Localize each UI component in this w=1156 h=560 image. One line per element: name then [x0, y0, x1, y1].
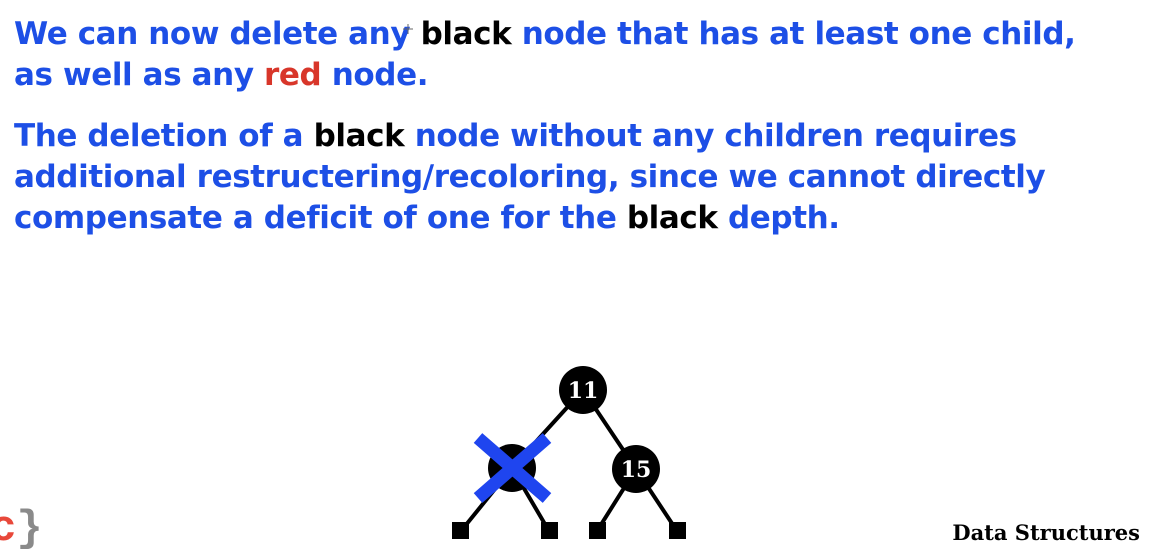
- text-run: node without any children requires: [404, 118, 1017, 154]
- nil-leaves: [452, 522, 686, 539]
- nil-leaf: [589, 522, 606, 539]
- paragraph-black-leaf-deletion: The deletion of a black node without any…: [14, 116, 1046, 239]
- logo-letter: c: [0, 504, 17, 554]
- keyword-black: black: [313, 118, 405, 154]
- keyword-black: black: [420, 16, 512, 52]
- text-run: node.: [321, 57, 429, 93]
- node-root: 11: [559, 366, 607, 414]
- node-root-label: 11: [568, 378, 599, 404]
- text-run: The deletion of a: [14, 118, 314, 154]
- text-run: as well as any: [14, 57, 265, 93]
- brand-logo: c}: [0, 503, 43, 555]
- nil-leaf: [669, 522, 686, 539]
- text-run: We can now delete any: [14, 16, 421, 52]
- keyword-black: black: [626, 200, 718, 236]
- text-run: depth.: [717, 200, 840, 236]
- cross-stroke: [473, 433, 552, 503]
- node-right-circle: [612, 445, 660, 493]
- node-root-circle: [559, 366, 607, 414]
- node-right: 15: [612, 445, 660, 493]
- paragraph-deletion-cases: We can now delete any black node that ha…: [14, 14, 1076, 96]
- logo-brace: }: [16, 504, 43, 554]
- cross-mark-icon: [473, 433, 552, 503]
- text-run: additional restructering/recoloring, sin…: [14, 159, 1046, 195]
- nil-leaf: [452, 522, 469, 539]
- course-title: Data Structures: [952, 520, 1140, 545]
- text-run: node that has at least one child,: [511, 16, 1076, 52]
- keyword-red: red: [264, 57, 322, 93]
- cursor-crosshair-icon: [403, 24, 413, 34]
- text-run: compensate a deficit of one for the: [14, 200, 627, 236]
- nil-leaf: [541, 522, 558, 539]
- node-right-label: 15: [621, 457, 652, 483]
